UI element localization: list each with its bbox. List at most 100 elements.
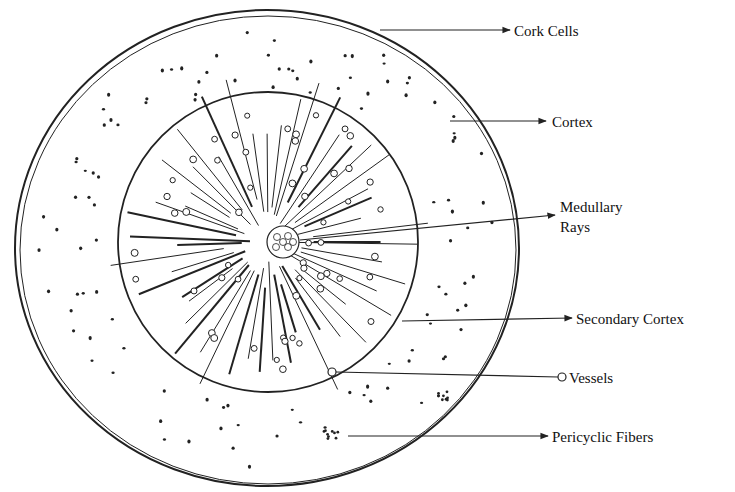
pith: [267, 226, 299, 258]
medullary-ray: [313, 223, 428, 236]
vessel: [232, 132, 238, 138]
medullary-ray: [253, 134, 264, 212]
cortex-cell: [287, 68, 290, 71]
cortex-cell: [187, 439, 190, 443]
vessel: [248, 185, 253, 190]
cortex-cell: [344, 54, 347, 57]
vessel: [306, 240, 312, 246]
medullary-ray: [267, 134, 269, 212]
cortex-cell: [291, 409, 294, 411]
pith-cell: [290, 239, 297, 246]
cortex-cell: [76, 293, 79, 296]
cortex-cell: [273, 39, 276, 42]
vessel: [346, 199, 351, 204]
medullary-ray: [200, 271, 250, 353]
cortex-cell: [362, 394, 365, 396]
vessel: [297, 341, 302, 346]
cortex-cell: [349, 76, 352, 79]
vessel: [191, 288, 197, 294]
medullary-ray: [298, 146, 351, 207]
vessel: [337, 276, 343, 282]
cortex-cell: [449, 239, 452, 242]
cortex-cell: [215, 54, 218, 58]
cortex-cell: [459, 328, 462, 331]
cortex-cell: [82, 292, 85, 295]
medullary-ray: [285, 145, 372, 226]
vessel: [225, 262, 230, 267]
medullary-ray: [172, 253, 234, 272]
cortex-cell: [246, 31, 249, 34]
cortex-cell: [93, 203, 96, 206]
cortex-cell: [452, 115, 455, 118]
cortex-cell: [432, 201, 435, 203]
cortex-cell: [291, 69, 294, 72]
vessel: [164, 193, 170, 199]
vessel: [170, 178, 175, 183]
vessel: [297, 275, 302, 280]
cortex-cell: [111, 318, 114, 321]
cork-inner-line: [20, 16, 516, 484]
cortex-cell: [232, 447, 235, 450]
cortex-cell: [206, 398, 209, 402]
cortex-cell: [466, 227, 469, 230]
cortex-cell: [116, 123, 119, 126]
medullary-ray: [226, 80, 257, 200]
cortex-cell: [161, 69, 164, 73]
vessel: [367, 274, 373, 280]
cortex-cell: [429, 322, 432, 324]
medullary-ray: [193, 167, 251, 225]
vessel: [317, 273, 324, 280]
pericyclic-fiber: [324, 429, 327, 432]
cortex-cell: [482, 201, 485, 205]
vessel-marker: [558, 373, 566, 381]
cortex-cell: [444, 293, 447, 296]
cortex-cell: [296, 77, 299, 81]
medullary-ray: [200, 271, 254, 384]
medullary-ray: [189, 269, 232, 302]
part-label: Medullary Rays: [560, 197, 635, 238]
vessel: [285, 126, 291, 132]
medullary-ray: [276, 83, 319, 216]
vessel: [331, 170, 338, 177]
medullary-ray: [279, 266, 337, 389]
medullary-ray: [162, 160, 231, 213]
medullary-ray: [185, 206, 238, 229]
vessel: [321, 220, 326, 225]
vessel: [235, 276, 241, 282]
medullary-ray: [272, 125, 281, 207]
vessel: [282, 338, 288, 344]
vessel: [212, 136, 218, 142]
cortex-cell: [382, 53, 385, 56]
medullary-ray: [269, 262, 273, 361]
vessel-marker: [328, 368, 336, 376]
medullary-ray: [285, 189, 368, 233]
cortex-cell: [87, 196, 90, 199]
vessel: [190, 156, 197, 163]
cortex-cell: [170, 68, 173, 71]
vessel: [301, 265, 307, 271]
cambium-ring: [118, 92, 418, 392]
cortex-cell: [407, 359, 410, 363]
vessel: [251, 345, 257, 351]
cortex-cell: [309, 59, 312, 63]
leader-line: [348, 435, 548, 436]
part-label: Pericyclic Fibers: [552, 427, 727, 447]
cortex-cell: [404, 93, 407, 97]
cortex-cell: [323, 426, 326, 429]
pith-cell: [273, 244, 280, 251]
cortex-cell: [47, 289, 50, 293]
cortex-cell: [408, 76, 411, 80]
pericyclic-fiber: [437, 392, 440, 395]
vessel: [236, 209, 243, 216]
cortex-cell: [109, 118, 112, 122]
medullary-ray: [295, 155, 389, 223]
leader-line: [402, 318, 572, 321]
vessel: [245, 113, 250, 118]
vessel: [243, 149, 249, 155]
leader-line: [380, 29, 510, 30]
cortex-cell: [193, 98, 196, 102]
medullary-ray: [304, 198, 371, 227]
medullary-ray: [260, 288, 265, 372]
cortex-cell: [267, 54, 270, 57]
vessel: [219, 275, 225, 281]
